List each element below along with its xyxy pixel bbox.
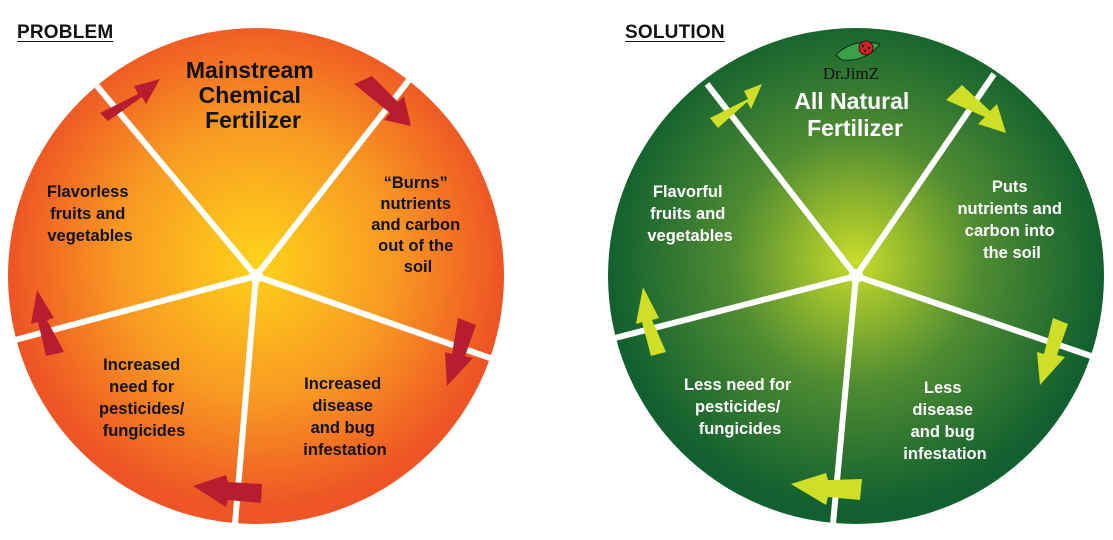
problem-title: Mainstream Chemical Fertilizer [186,57,320,133]
solution-segment-puts: Puts nutrients and carbon into the soil [957,178,1066,262]
solution-segment-disease: Less disease and bug infestation [903,379,986,463]
ladybug-icon [858,40,874,56]
problem-segment-burns: “Burns” nutrients and carbon out of the … [371,174,465,276]
arrow-icon [193,475,262,507]
arrow-icon [710,84,762,128]
problem-wheel: Mainstream Chemical Fertilizer “Burns” n… [8,28,504,525]
arrow-icon [445,318,476,386]
arrow-icon [791,473,862,505]
arrow-icon [1037,318,1068,385]
solution-labels: All Natural Fertilizer Puts nutrients an… [647,88,1066,463]
arrow-icon [100,79,160,121]
solution-hub [849,269,863,283]
solution-heading: SOLUTION [625,22,725,43]
problem-heading: PROBLEM [17,22,114,43]
drjimz-logo: Dr.JimZ [823,40,881,83]
problem-hub [249,269,263,283]
problem-segment-disease: Increased disease and bug infestation [303,375,386,459]
solution-title: All Natural Fertilizer [794,88,915,141]
solution-segment-flavor: Flavorful fruits and vegetables [647,183,732,245]
solution-arrows [636,84,1068,505]
solution-wheel: Dr.JimZ All Natural Fertilizer Puts nutr… [608,28,1104,525]
arrow-icon [31,290,64,356]
problem-segment-flavor: Flavorless fruits and vegetables [47,183,133,245]
arrow-icon [946,85,1006,133]
problem-arrows [31,76,476,507]
problem-labels: Mainstream Chemical Fertilizer “Burns” n… [47,57,465,459]
solution-segment-pesticides: Less need for pesticides/ fungicides [684,376,796,438]
arrow-icon [354,76,411,126]
svg-text:Dr.JimZ: Dr.JimZ [823,64,879,83]
problem-segment-pesticides: Increased need for pesticides/ fungicide… [99,356,189,440]
arrow-icon [636,287,666,356]
